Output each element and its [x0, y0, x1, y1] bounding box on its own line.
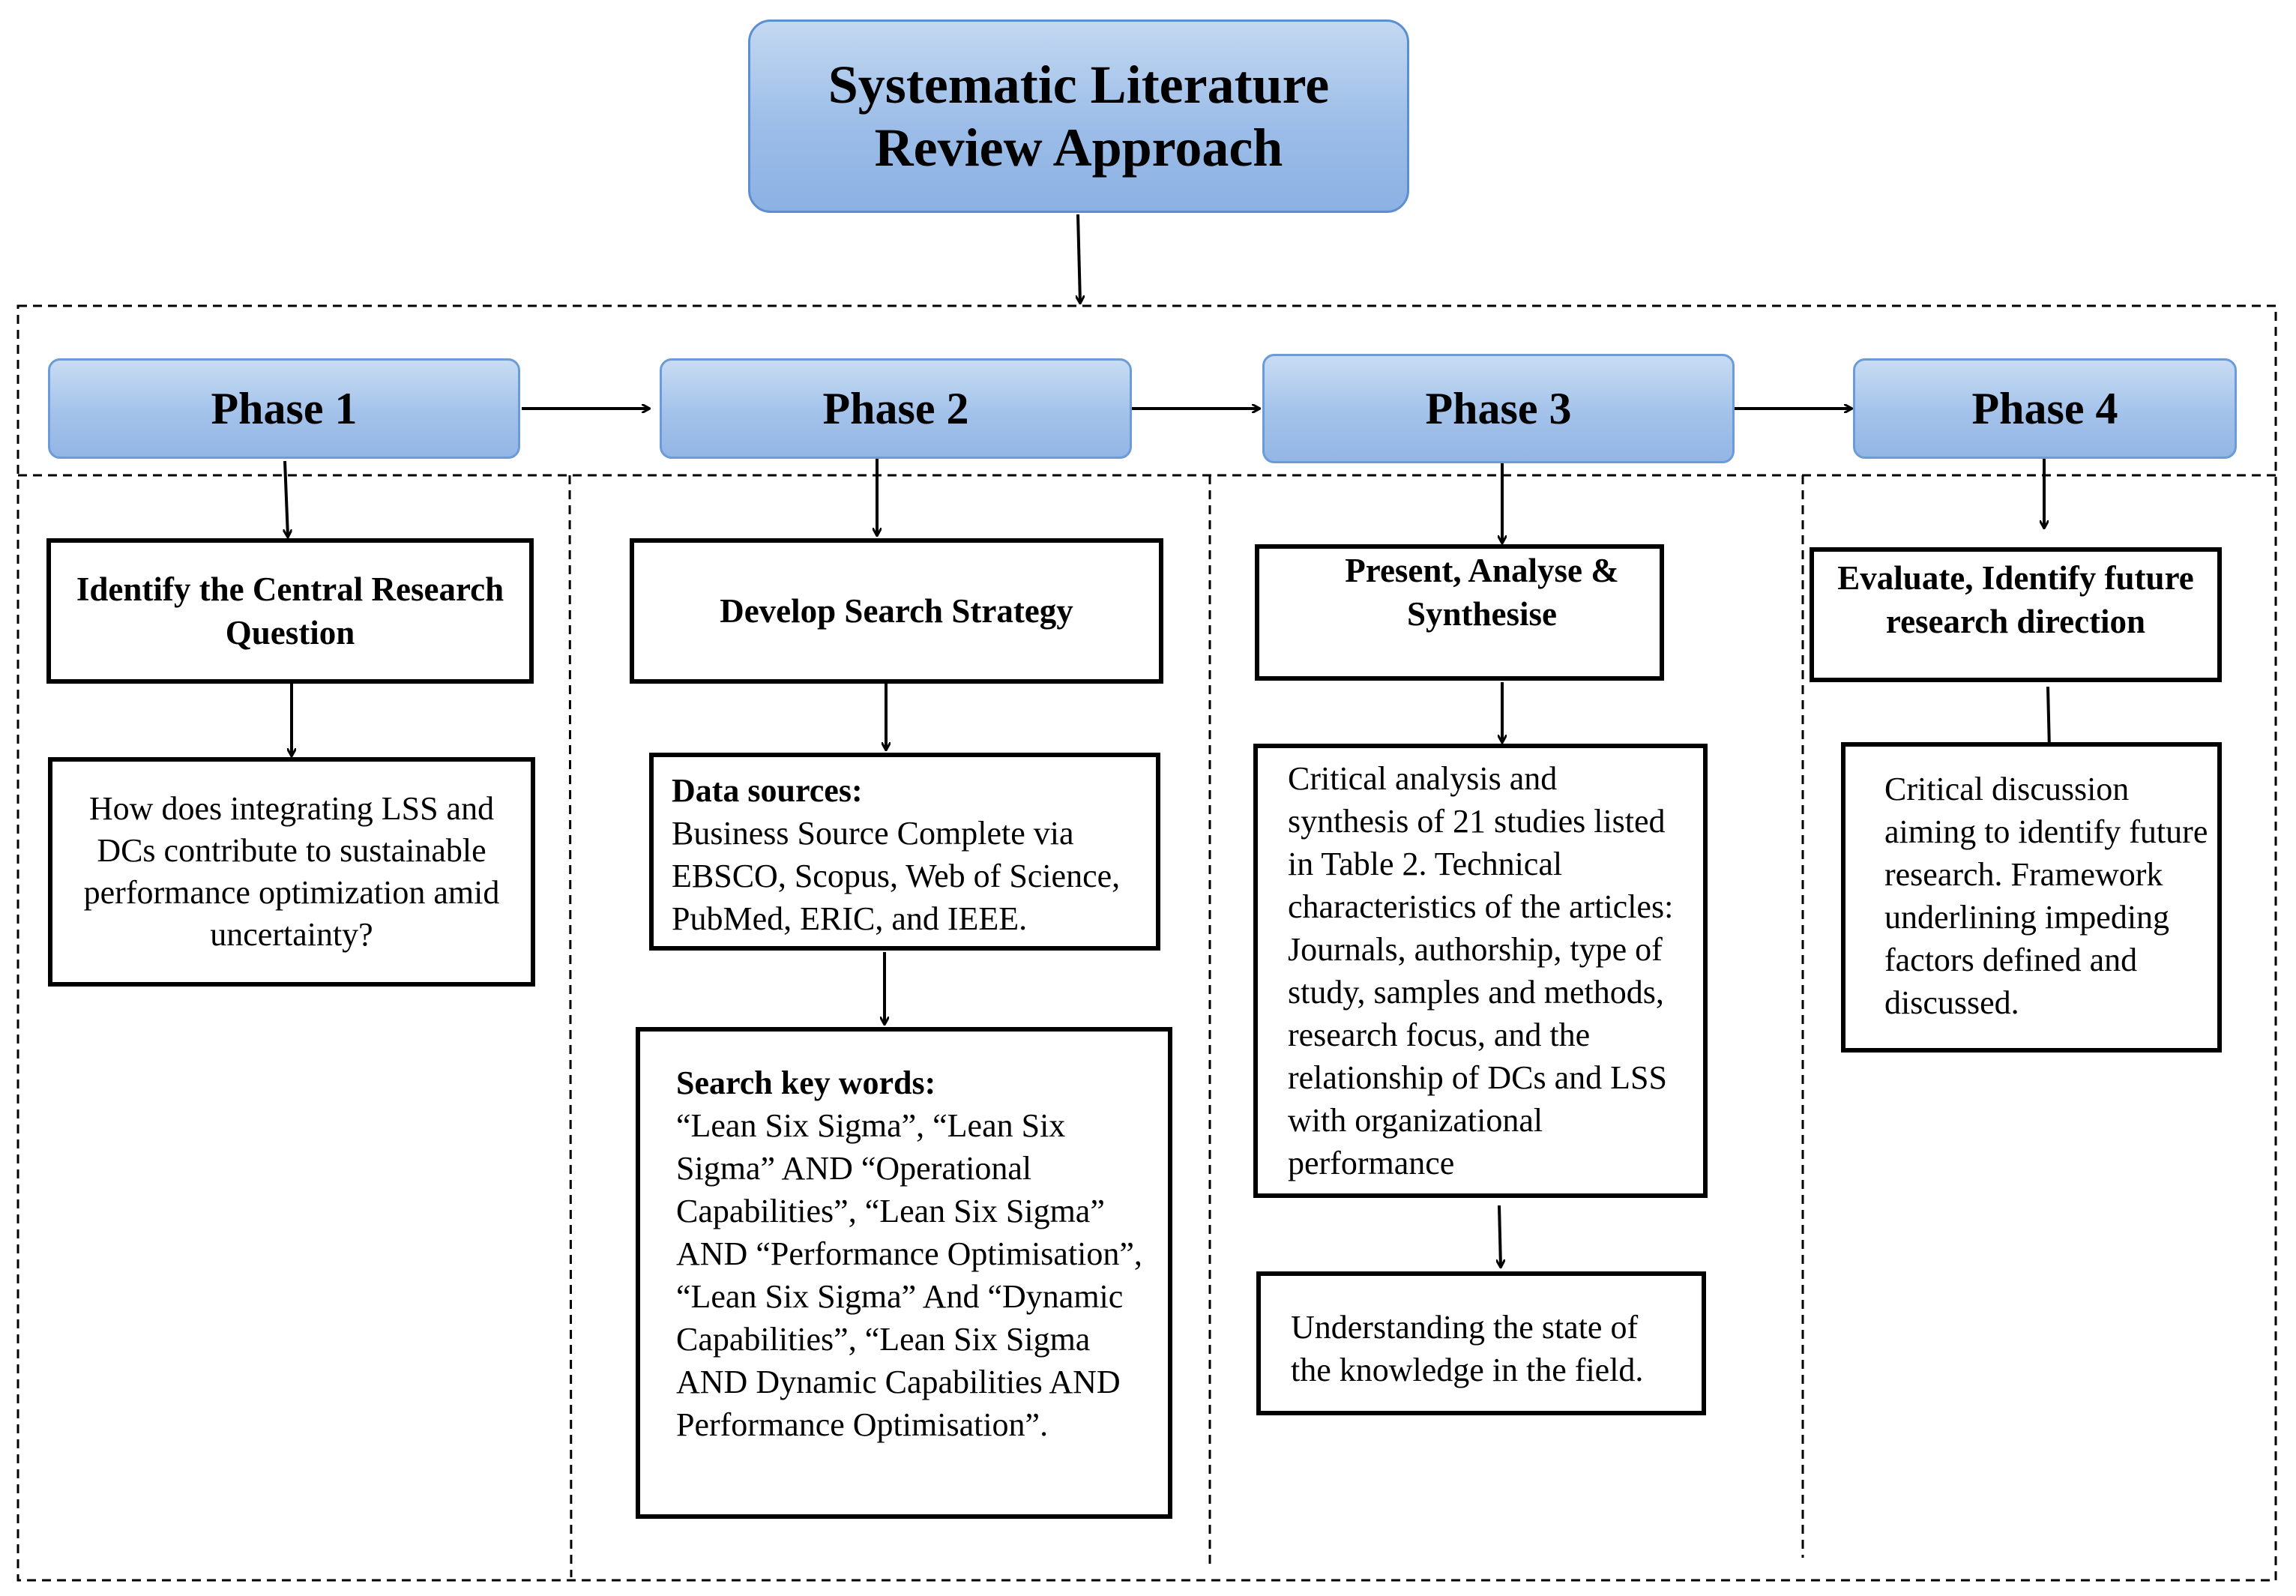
phase-1-detail-text: How does integrating LSS and DCs contrib…: [83, 790, 500, 953]
data-sources-heading: Data sources:: [672, 772, 863, 809]
phase-2-data-sources-box: Data sources: Business Source Complete v…: [649, 753, 1160, 951]
phase-3-header: Phase 3: [1262, 354, 1735, 463]
phase-4-label: Phase 4: [1971, 383, 2118, 433]
keywords-heading: Search key words:: [676, 1064, 936, 1101]
phase-4-detail-text: Critical discussion aiming to identify f…: [1884, 771, 2208, 1021]
phase-3-step-text: Present, Analyse & Synthesise: [1345, 552, 1619, 633]
phase-1-header: Phase 1: [48, 358, 520, 459]
phase-4-step-text: Evaluate, Identify future research direc…: [1837, 559, 2194, 640]
title-line-1: Systematic Literature: [828, 55, 1330, 115]
phase-3-step-box: Present, Analyse & Synthesise: [1255, 544, 1664, 681]
phase-1-detail-box: How does integrating LSS and DCs contrib…: [48, 757, 535, 987]
arrow-title-to-frame: [1078, 214, 1080, 303]
phase-1-step-box: Identify the Central Research Question: [46, 538, 534, 684]
arrow-p3-detail1-to-detail2: [1499, 1205, 1501, 1267]
title-line-2: Review Approach: [874, 118, 1283, 178]
data-sources-text: Business Source Complete via EBSCO, Scop…: [672, 815, 1121, 937]
phase-3-outcome-box: Understanding the state of the knowledge…: [1256, 1271, 1706, 1415]
phase-4-step-box: Evaluate, Identify future research direc…: [1810, 547, 2222, 682]
phase-2-step-text: Develop Search Strategy: [720, 592, 1073, 630]
phase-2-step-box: Develop Search Strategy: [630, 538, 1163, 684]
phase-3-label: Phase 3: [1425, 383, 1572, 433]
phase-2-label: Phase 2: [822, 383, 969, 433]
phase-4-detail-box: Critical discussion aiming to identify f…: [1841, 742, 2222, 1053]
outer-dashed-frame: [16, 304, 2277, 1582]
phase-3-outcome-text: Understanding the state of the knowledge…: [1291, 1309, 1644, 1388]
keywords-text: “Lean Six Sigma”, “Lean Six Sigma” AND “…: [676, 1107, 1142, 1443]
phase-2-header: Phase 2: [660, 358, 1132, 459]
phase-1-step-text: Identify the Central Research Question: [76, 570, 504, 651]
column-divider-1: [568, 475, 573, 1578]
arrow-p1-phase-to-step: [285, 460, 288, 537]
phase-1-label: Phase 1: [211, 383, 358, 433]
phase-4-header: Phase 4: [1853, 358, 2237, 459]
phase-3-detail-text: Critical analysis and synthesis of 21 st…: [1288, 760, 1674, 1181]
phase-2-keywords-box: Search key words: “Lean Six Sigma”, “Lea…: [636, 1027, 1172, 1519]
diagram-title: Systematic Literature Review Approach: [748, 19, 1409, 213]
phase-3-detail-box: Critical analysis and synthesis of 21 st…: [1253, 744, 1708, 1198]
arrow-p4-step-to-detail: [2048, 686, 2049, 750]
